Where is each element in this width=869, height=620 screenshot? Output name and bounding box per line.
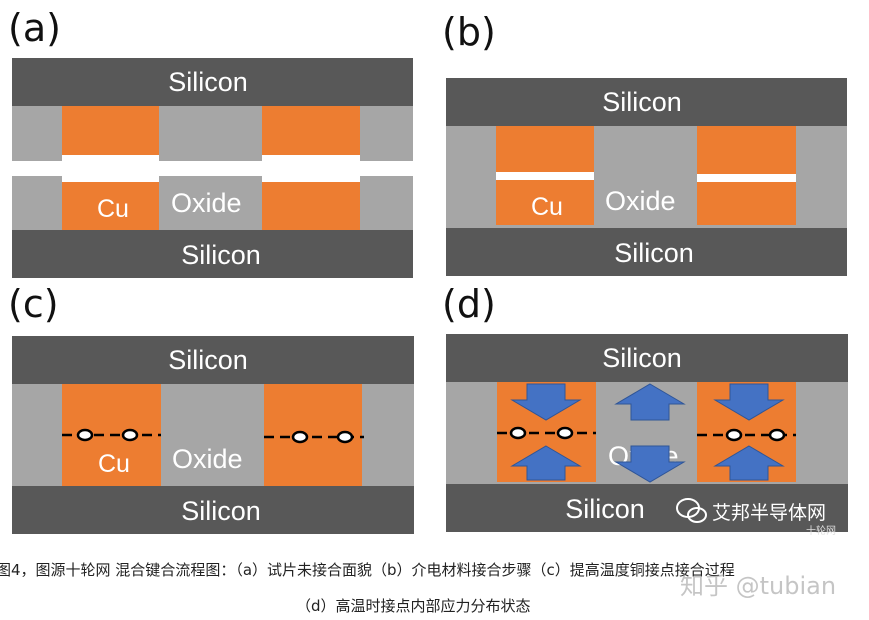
panel-a-label: (a) xyxy=(8,6,61,50)
bond-interface-c-left xyxy=(62,428,161,442)
silicon-top-layer xyxy=(12,336,414,384)
bond-gap-right xyxy=(697,174,796,182)
arrow-down-icon xyxy=(510,383,582,421)
bond-gap-left xyxy=(496,172,594,180)
copper-pad-upper-right xyxy=(262,106,360,155)
zhihu-watermark: 知乎 @tubian xyxy=(680,572,837,600)
void-icon xyxy=(509,426,527,440)
silicon-bottom-layer xyxy=(12,230,413,278)
oxide-label: Oxide xyxy=(605,186,676,216)
silicon-bottom-label: Silicon xyxy=(181,496,261,526)
silicon-bottom-layer xyxy=(12,486,414,534)
wechat-icon xyxy=(676,498,707,523)
bond-interface-d-right xyxy=(697,428,796,442)
copper-pad-lower-left xyxy=(62,182,159,230)
void-icon xyxy=(725,428,743,442)
silicon-bottom-label: Silicon xyxy=(614,238,694,268)
bond-interface-d-left xyxy=(497,426,596,440)
silicon-bottom-label: Silicon xyxy=(565,494,645,524)
cu-label: Cu xyxy=(97,195,129,223)
cu-label: Cu xyxy=(531,193,563,221)
copper-pad-upper-left xyxy=(62,106,159,155)
silicon-top-label: Silicon xyxy=(602,87,682,117)
oxide-label: Oxide xyxy=(171,188,242,218)
void-icon xyxy=(556,426,574,440)
silicon-bottom-layer xyxy=(446,484,848,532)
silicon-bottom-label: Silicon xyxy=(181,240,261,270)
watermark-site-text: 十轮网 xyxy=(806,526,836,537)
void-icon xyxy=(76,428,94,442)
bond-gap-right xyxy=(262,155,360,182)
watermark-wechat-text: 艾邦半导体网 xyxy=(712,502,827,524)
arrow-up-icon xyxy=(614,383,686,421)
panel-b-label: (b) xyxy=(442,10,496,54)
panel-d-label: (d) xyxy=(442,282,496,326)
arrow-up-icon xyxy=(713,445,785,481)
copper-pad-lower-right xyxy=(262,182,360,230)
figure-caption-line1: 图4，图源十轮网 混合键合流程图：（a）试片未接合面貌（b）介电材料接合步骤（c… xyxy=(0,561,735,579)
cu-label: Cu xyxy=(98,450,130,478)
silicon-top-label: Silicon xyxy=(602,343,682,373)
silicon-top-layer xyxy=(446,78,847,126)
arrow-down-icon xyxy=(713,383,785,421)
void-icon xyxy=(336,430,354,444)
silicon-bottom-layer xyxy=(446,228,847,276)
silicon-top-layer xyxy=(446,334,848,382)
silicon-top-label: Silicon xyxy=(168,67,248,97)
bond-gap-left xyxy=(62,155,159,182)
arrow-down-icon xyxy=(614,445,686,483)
void-icon xyxy=(768,428,786,442)
figure-caption-line2: （d）高温时接点内部应力分布状态 xyxy=(296,597,531,615)
silicon-top-label: Silicon xyxy=(168,345,248,375)
bond-interface-c-right xyxy=(264,430,364,444)
void-icon xyxy=(121,428,139,442)
silicon-top-layer xyxy=(12,58,413,106)
oxide-label: Oxide xyxy=(172,444,243,474)
void-icon xyxy=(291,430,309,444)
panel-c-label: (c) xyxy=(8,282,59,326)
arrow-up-icon xyxy=(510,445,582,481)
